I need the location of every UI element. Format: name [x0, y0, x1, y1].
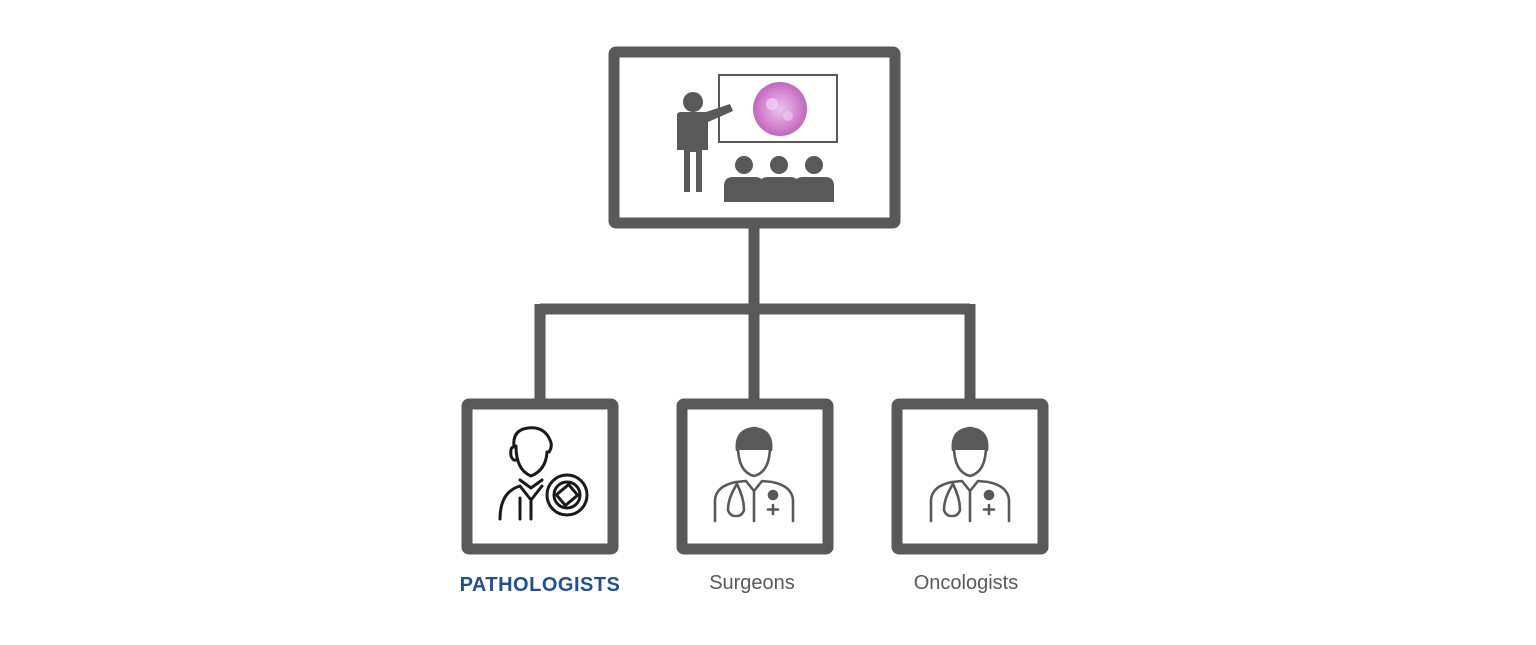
- tissue-sample-image: [753, 82, 807, 136]
- label-pathologists: PATHOLOGISTS: [459, 574, 621, 596]
- audience-figures: [724, 156, 834, 202]
- root-node: [608, 46, 901, 229]
- child-node-pathologists: [461, 398, 619, 555]
- label-oncologists: Oncologists: [913, 572, 1019, 594]
- child-node-oncologists: [891, 398, 1049, 555]
- connector-lines: [534, 226, 976, 404]
- presenter-figure: [677, 92, 733, 192]
- presenter-with-slide-and-audience-icon: [677, 74, 838, 202]
- doctor-icon: [713, 426, 795, 523]
- child-node-surgeons: [676, 398, 834, 555]
- label-surgeons: Surgeons: [709, 572, 795, 594]
- pathologist-icon: [498, 426, 589, 521]
- doctor-icon: [929, 426, 1011, 523]
- pathologists-frame: [461, 398, 619, 555]
